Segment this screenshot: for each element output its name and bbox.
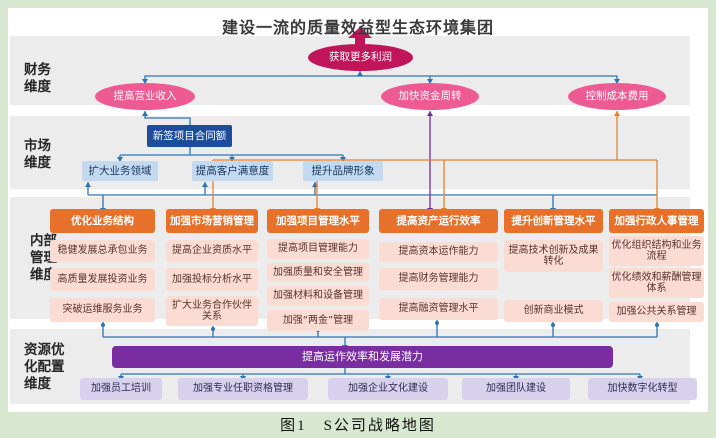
column-header-business-structure: 优化业务结构 <box>50 209 155 233</box>
column-header-hr-admin: 加强行政人事管理 <box>609 209 704 233</box>
internal-item: 提高企业资质水平 <box>166 240 258 262</box>
internal-item: 提高融资管理水平 <box>379 298 498 320</box>
column-header-project-management: 加强项目管理水平 <box>267 209 369 233</box>
internal-item: 提高财务管理能力 <box>379 268 498 290</box>
goal-customer-satisfaction: 提高客户满意度 <box>192 161 273 181</box>
internal-item: 扩大业务合作伙伴关系 <box>166 296 258 326</box>
column-header-marketing: 加强市场营销管理 <box>166 209 258 233</box>
dimension-label-resource: 资源优 化配置 维度 <box>24 342 65 392</box>
internal-item: 提高项目管理能力 <box>267 239 369 259</box>
goal-capital-turnover: 加快资金周转 <box>381 83 479 110</box>
resource-item-qualification: 加强专业任职资格管理 <box>178 378 308 400</box>
figure-caption: 图1 S公司战略地图 <box>280 418 436 434</box>
resource-item-digital: 加快数字化转型 <box>588 378 697 400</box>
column-header-innovation: 提升创新管理水平 <box>504 209 603 233</box>
goal-brand-image: 提升品牌形象 <box>303 161 383 181</box>
internal-item: 优化组织结构和业务流程 <box>609 236 704 266</box>
internal-item: 创新商业模式 <box>504 300 603 322</box>
goal-operation-efficiency: 提高运作效率和发展潜力 <box>112 346 613 368</box>
diagram-title: 建设一流的质量效益型生态环境集团 <box>221 18 494 37</box>
dimension-label-finance: 财务 维度 <box>24 62 51 95</box>
goal-new-contracts: 新签项目合同额 <box>147 125 232 147</box>
internal-item: 稳健发展总承包业务 <box>50 240 155 262</box>
internal-item: 加强“两金”管理 <box>267 310 369 331</box>
resource-item-culture: 加强企业文化建设 <box>328 378 448 400</box>
goal-profit: 获取更多利润 <box>308 44 413 71</box>
resource-item-training: 加强员工培训 <box>80 378 162 400</box>
goal-revenue: 提高营业收入 <box>95 83 195 110</box>
internal-item: 优化绩效和薪酬管理体系 <box>609 268 704 298</box>
internal-item: 提高资本运作能力 <box>379 242 498 262</box>
internal-item: 加强质量和安全管理 <box>267 263 369 282</box>
column-header-asset-efficiency: 提高资产运行效率 <box>379 209 498 233</box>
internal-item: 突破运维服务业务 <box>50 298 155 322</box>
resource-item-team: 加强团队建设 <box>462 378 570 400</box>
dimension-label-market: 市场 维度 <box>24 138 51 171</box>
internal-item: 加强投标分析水平 <box>166 268 258 291</box>
internal-item: 加强公共关系管理 <box>609 302 704 322</box>
internal-item: 加强材料和设备管理 <box>267 286 369 306</box>
goal-expand-business: 扩大业务领域 <box>82 161 158 181</box>
internal-item: 提高技术创新及成果转化 <box>504 240 603 272</box>
internal-item: 高质量发展投资业务 <box>50 268 155 291</box>
up-arrow-icon <box>348 27 372 45</box>
goal-cost-control: 控制成本费用 <box>568 83 666 110</box>
